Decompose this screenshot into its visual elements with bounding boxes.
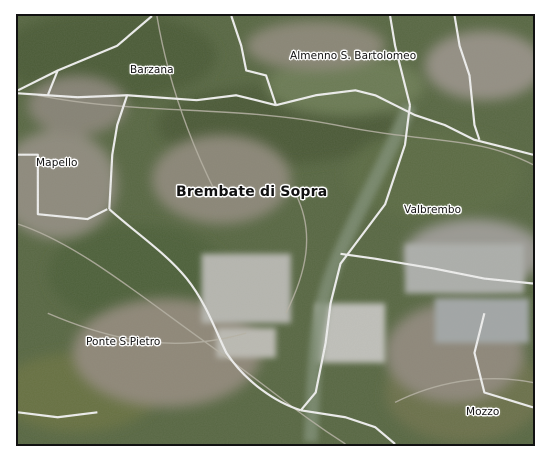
- satellite-map[interactable]: Barzana Almenno S. Bartolomeo Mapello Br…: [16, 14, 535, 446]
- place-label-valbrembo: Valbrembo: [404, 204, 462, 216]
- imagery-texture: [18, 16, 533, 444]
- place-label-mapello: Mapello: [36, 157, 78, 169]
- place-label-brembate: Brembate di Sopra: [176, 184, 328, 200]
- place-label-almenno: Almenno S. Bartolomeo: [290, 50, 417, 62]
- place-label-mozzo: Mozzo: [466, 406, 500, 418]
- place-label-ponte: Ponte S.Pietro: [86, 336, 161, 348]
- map-imagery: [18, 16, 533, 444]
- place-label-barzana: Barzana: [130, 64, 174, 76]
